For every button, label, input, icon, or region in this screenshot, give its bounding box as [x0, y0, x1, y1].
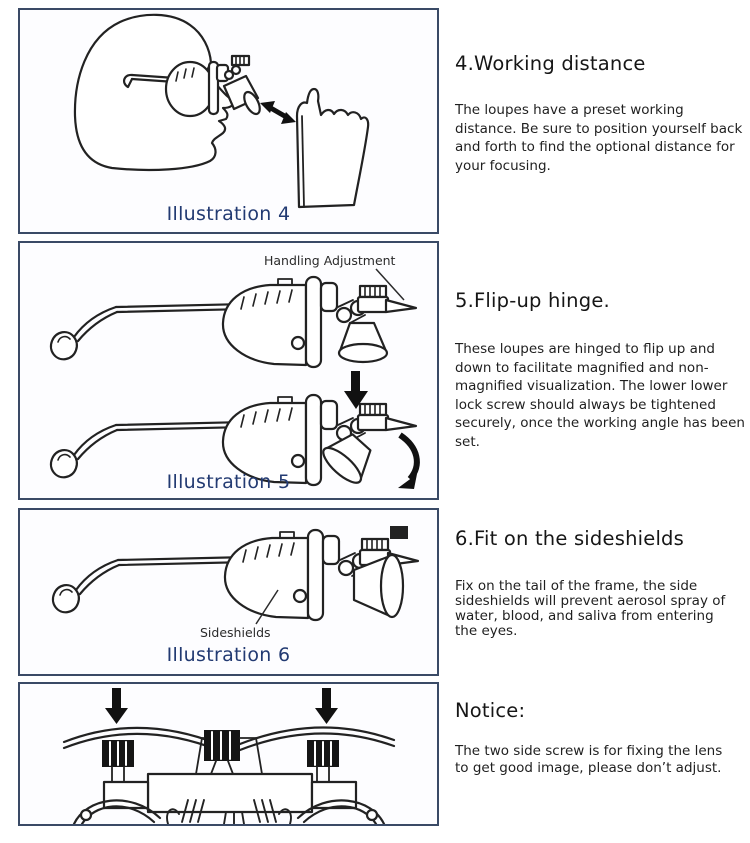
illustration-6-caption: Illustration 6	[166, 644, 291, 666]
illustration-panel-6: Sideshields Illustration 6	[18, 508, 439, 676]
illustration-panel-5: Handling Adjustment Illustration 5	[18, 241, 439, 500]
section-body: The two side screw is for fixing the len…	[455, 743, 723, 776]
curved-arrow-icon	[398, 432, 420, 481]
hand-drawing	[295, 87, 370, 209]
sideshields-label: Sideshields	[200, 625, 271, 640]
section-notice: Notice: The two side screw is for fixing…	[455, 699, 747, 776]
section-body: The loupes have a preset working distanc…	[455, 102, 743, 174]
section-body: These loupes are hinged to flip up and d…	[455, 341, 745, 450]
handling-adjustment-label: Handling Adjustment	[264, 253, 396, 268]
section-heading: 4.Working distance	[455, 52, 646, 75]
section-working-distance: 4.Working distance The loupes have a pre…	[455, 52, 747, 175]
section-flip-up-hinge: 5.Flip-up hinge. These loupes are hinged…	[455, 289, 747, 451]
illustration-4-caption: Illustration 4	[166, 203, 291, 225]
front-view-screws-drawing	[62, 688, 396, 824]
section-fit-sideshields: 6.Fit on the sideshields Fix on the tail…	[455, 527, 747, 639]
sideshields-drawing	[51, 526, 420, 625]
section-heading: 6.Fit on the sideshields	[455, 527, 684, 550]
working-distance-drawing	[73, 13, 370, 209]
section-body: Fix on the tail of the frame, the side s…	[455, 578, 726, 639]
down-arrow-icon	[344, 371, 368, 409]
flip-up-hinge-drawing	[49, 268, 420, 489]
section-heading: Notice:	[455, 699, 526, 722]
notice-panel	[18, 682, 439, 826]
section-heading: 5.Flip-up hinge.	[455, 289, 610, 312]
illustration-5-caption: Illustration 5	[166, 471, 291, 493]
right-down-arrow-icon	[315, 688, 338, 724]
left-down-arrow-icon	[105, 688, 128, 724]
illustration-panel-4: Illustration 4	[18, 8, 439, 234]
